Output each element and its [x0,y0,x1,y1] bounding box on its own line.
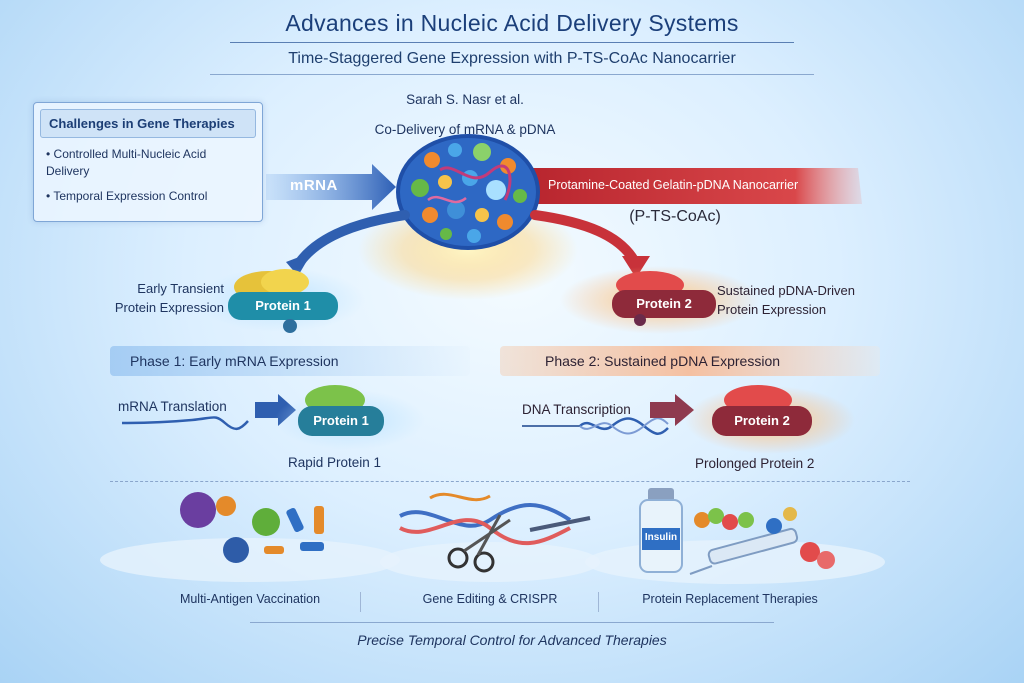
prolonged-protein-caption: Prolonged Protein 2 [695,456,815,471]
editing-platform [380,542,600,582]
pipette-icon [529,516,591,532]
protein1-label: Protein 1 [255,298,311,313]
phase2-bar [500,346,880,376]
carrier-abbreviation: (P-TS-CoAc) [629,208,721,225]
challenge-item: • Temporal Expression Control [46,189,208,203]
early-line2: Protein Expression [114,300,224,315]
mrna-arrow [266,164,396,210]
subtitle-rule [210,74,814,75]
carrier-arrow [528,168,862,204]
syringe-icon [689,527,799,575]
protein-cluster-icon [694,507,835,569]
app-separator [598,592,599,612]
mrna-translation-label: mRNA Translation [118,399,227,414]
sustained-line1: Sustained pDNA-Driven [717,283,856,298]
vial-label: Insulin [644,532,678,543]
section-divider [110,481,910,482]
early-curve-arrow [286,210,410,276]
phase1-protein-icon [298,385,384,436]
challenges-heading: Challenges in Gene Therapies [40,109,256,138]
replacement-label: Protein Replacement Therapies [642,592,818,606]
early-expression-label: Early Transient Protein Expression [98,279,224,317]
phase2-protein-icon [712,385,812,436]
scissors-icon [447,514,511,573]
sustained-line2: Protein Expression [717,302,827,317]
protein1-cloud-icon [228,269,338,333]
protein2-label: Protein 2 [636,296,692,311]
dna-transcription-label: DNA Transcription [522,402,631,417]
footer-caption: Precise Temporal Control for Advanced Th… [357,632,667,648]
authors: Sarah S. Nasr et al. [406,92,524,107]
antibody-icon [264,506,324,554]
virus-icon [180,492,280,563]
footer-rule [250,622,774,623]
vial-icon [639,488,683,573]
phase1-title: Phase 1: Early mRNA Expression [130,353,339,369]
codelivery-caption: Co-Delivery of mRNA & pDNA [374,122,556,137]
phase1-bar [110,346,470,376]
vaccination-platform [100,538,400,582]
carrier-label: Protamine-Coated Gelatin-pDNA Nanocarrie… [548,178,799,192]
title-rule [230,42,794,43]
phase2-title: Phase 2: Sustained pDNA Expression [545,353,781,369]
nanoparticle-icon [396,134,540,250]
editing-label: Gene Editing & CRISPR [422,592,558,606]
phase1-protein-label: Protein 1 [313,413,369,428]
phase2-flow [522,394,694,435]
challenge-item: • Controlled Multi-Nucleic Acid Delivery [46,147,207,178]
app-separator [360,592,361,612]
phase2-protein-label: Protein 2 [734,413,790,428]
dna-helix-icon [399,492,572,545]
protein2-cloud-icon [612,271,716,326]
mrna-label: mRNA [290,177,338,194]
early-line1: Early Transient [137,281,224,296]
page-subtitle: Time-Staggered Gene Expression with P-TS… [288,50,736,67]
sustained-expression-label: Sustained pDNA-Driven Protein Expression [717,281,897,319]
challenges-box: Challenges in Gene Therapies • Controlle… [33,102,263,222]
rapid-protein-caption: Rapid Protein 1 [288,455,382,470]
page-title: Advances in Nucleic Acid Delivery System… [285,10,739,36]
vaccination-label: Multi-Antigen Vaccination [179,592,321,606]
